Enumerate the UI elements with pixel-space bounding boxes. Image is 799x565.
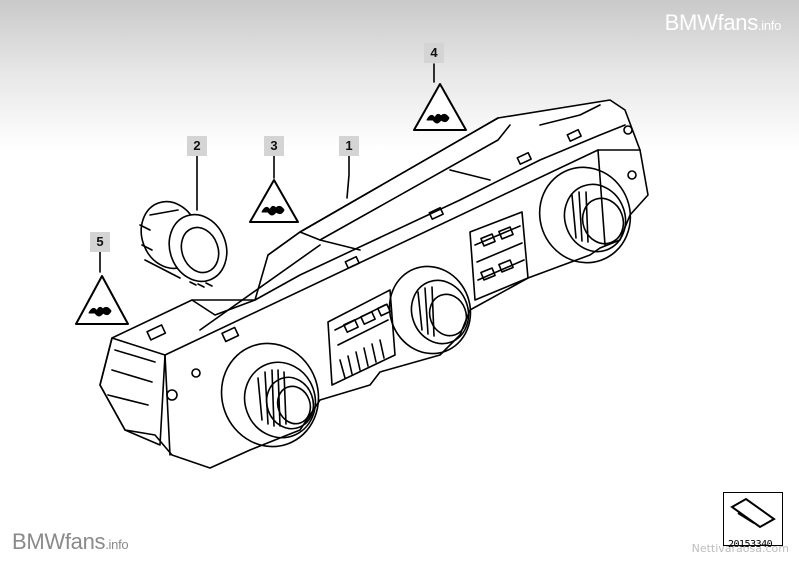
watermark-top-suffix: .info	[757, 18, 781, 33]
reference-symbol-box	[723, 492, 783, 546]
warning-triangle-3	[249, 179, 299, 223]
reference-symbol-icon	[730, 497, 776, 529]
watermark-bottom-suffix: .info	[105, 537, 129, 552]
drawing-code: 20153340	[728, 539, 773, 550]
callout-3: 3	[264, 136, 284, 156]
watermark-bottom-brand: BMWfans	[12, 529, 106, 554]
warning-triangle-4	[413, 83, 467, 131]
watermark-top: BMWfans.info	[664, 10, 782, 36]
warning-triangle-5	[75, 275, 129, 325]
climate-control-panel	[99, 99, 649, 469]
callout-1: 1	[339, 136, 359, 156]
watermark-top-brand: BMWfans	[664, 10, 759, 35]
knob-ring-part	[139, 200, 228, 288]
callout-2: 2	[187, 136, 207, 156]
callout-4: 4	[424, 43, 444, 63]
watermark-bottom: BMWfans.info	[12, 529, 129, 555]
callout-5: 5	[90, 232, 110, 252]
